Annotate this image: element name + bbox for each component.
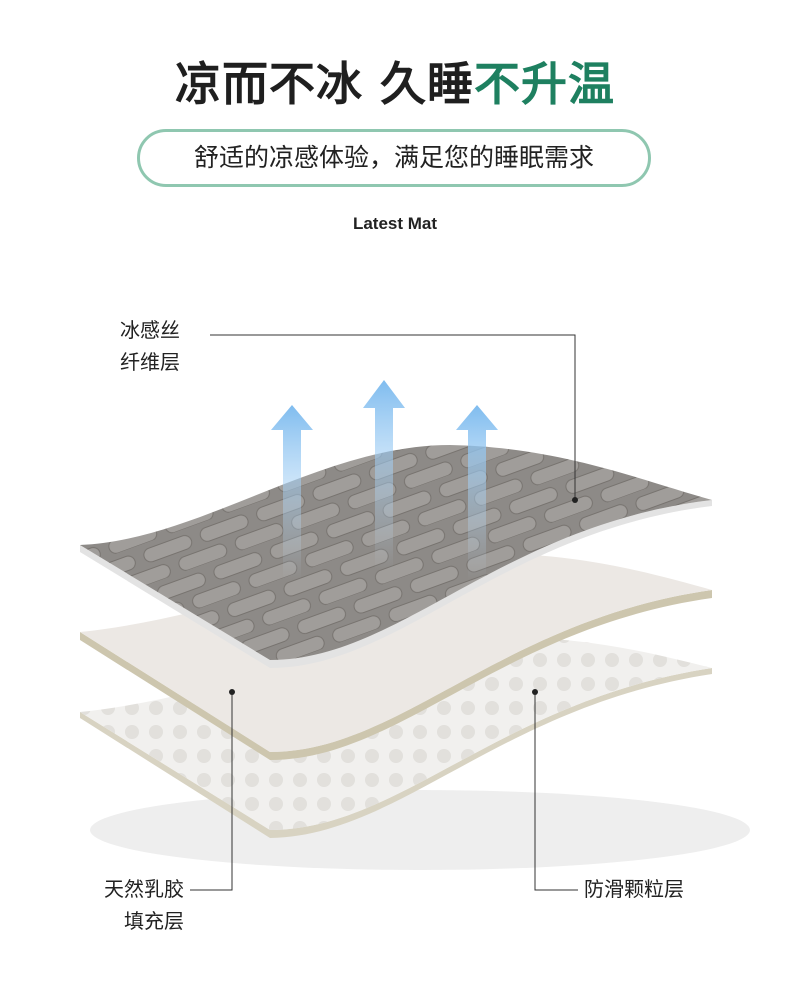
arrow-up-icon xyxy=(456,405,498,580)
label-latex: 天然乳胶 填充层 xyxy=(84,873,184,937)
label-line: 天然乳胶 xyxy=(104,877,184,901)
label-line: 防滑颗粒层 xyxy=(584,877,684,901)
headline: 凉而不冰 久睡不升温 xyxy=(0,48,790,114)
subtitle-pill: 舒适的凉感体验，满足您的睡眠需求 xyxy=(137,129,651,187)
label-line: 冰感丝 xyxy=(120,318,180,342)
label-cooling-fiber: 冰感丝 纤维层 xyxy=(120,314,180,378)
headline-main: 凉而不冰 久睡 xyxy=(174,57,474,111)
label-line: 填充层 xyxy=(124,909,184,933)
arrow-up-icon xyxy=(363,380,405,570)
label-anti-slip: 防滑颗粒层 xyxy=(584,873,684,905)
shadow xyxy=(90,790,750,870)
arrow-up-icon xyxy=(271,405,313,580)
headline-accent: 不升温 xyxy=(474,57,615,111)
brand-label: Latest Mat xyxy=(352,214,438,233)
cooling-arrows xyxy=(271,380,498,580)
cooling-fiber-layer xyxy=(80,445,712,668)
leader-lines xyxy=(190,334,578,891)
label-line: 纤维层 xyxy=(120,350,180,374)
